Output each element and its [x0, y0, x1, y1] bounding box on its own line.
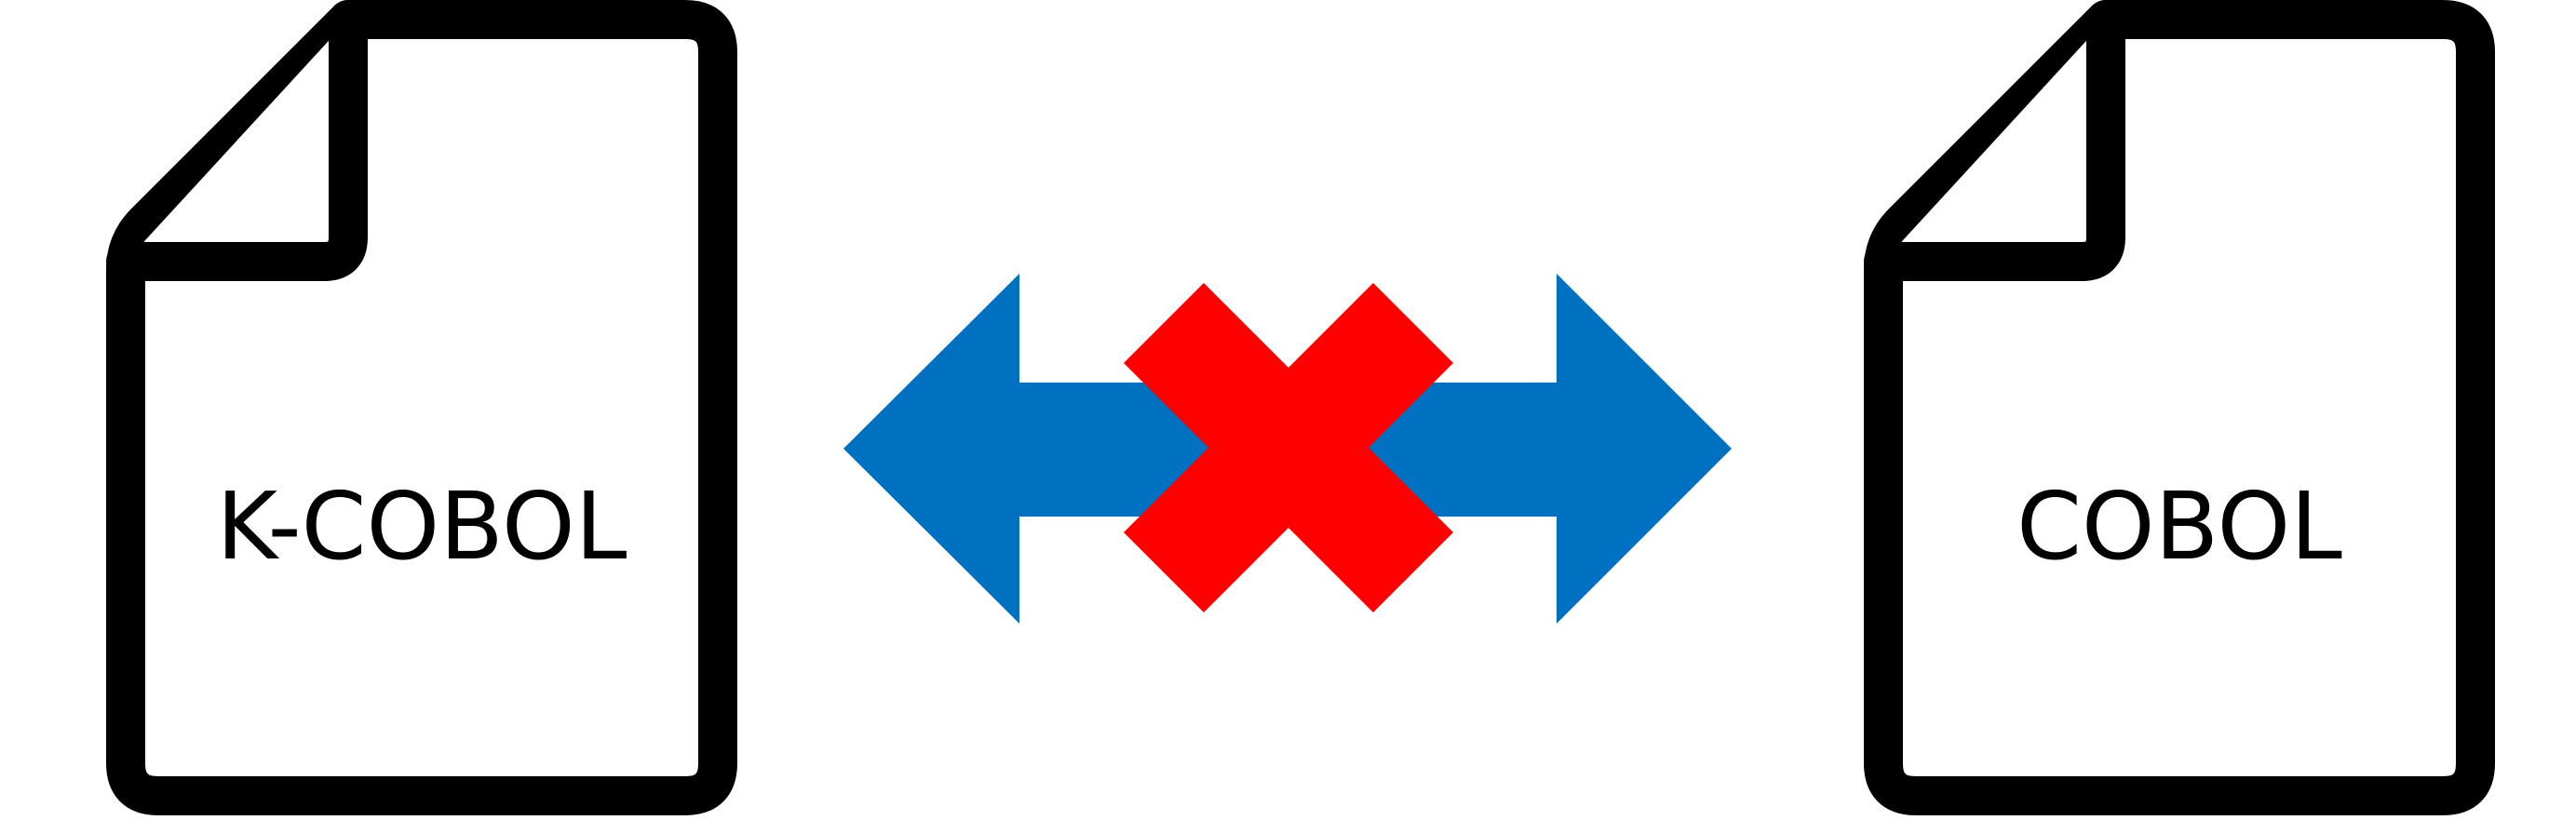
- right-document-outline: [1864, 0, 2495, 815]
- right-document-corner-fold: [1864, 0, 2125, 281]
- red-x-icon: [1124, 283, 1453, 612]
- red-x-stroke-down: [1124, 283, 1453, 612]
- right-document-label: COBOL: [2016, 472, 2342, 581]
- left-document-corner-fold: [106, 0, 368, 281]
- right-document-icon: COBOL: [1864, 0, 2495, 815]
- left-document-icon: K-COBOL: [106, 0, 737, 815]
- left-document-outline: [106, 0, 737, 815]
- left-document-label: K-COBOL: [217, 472, 627, 581]
